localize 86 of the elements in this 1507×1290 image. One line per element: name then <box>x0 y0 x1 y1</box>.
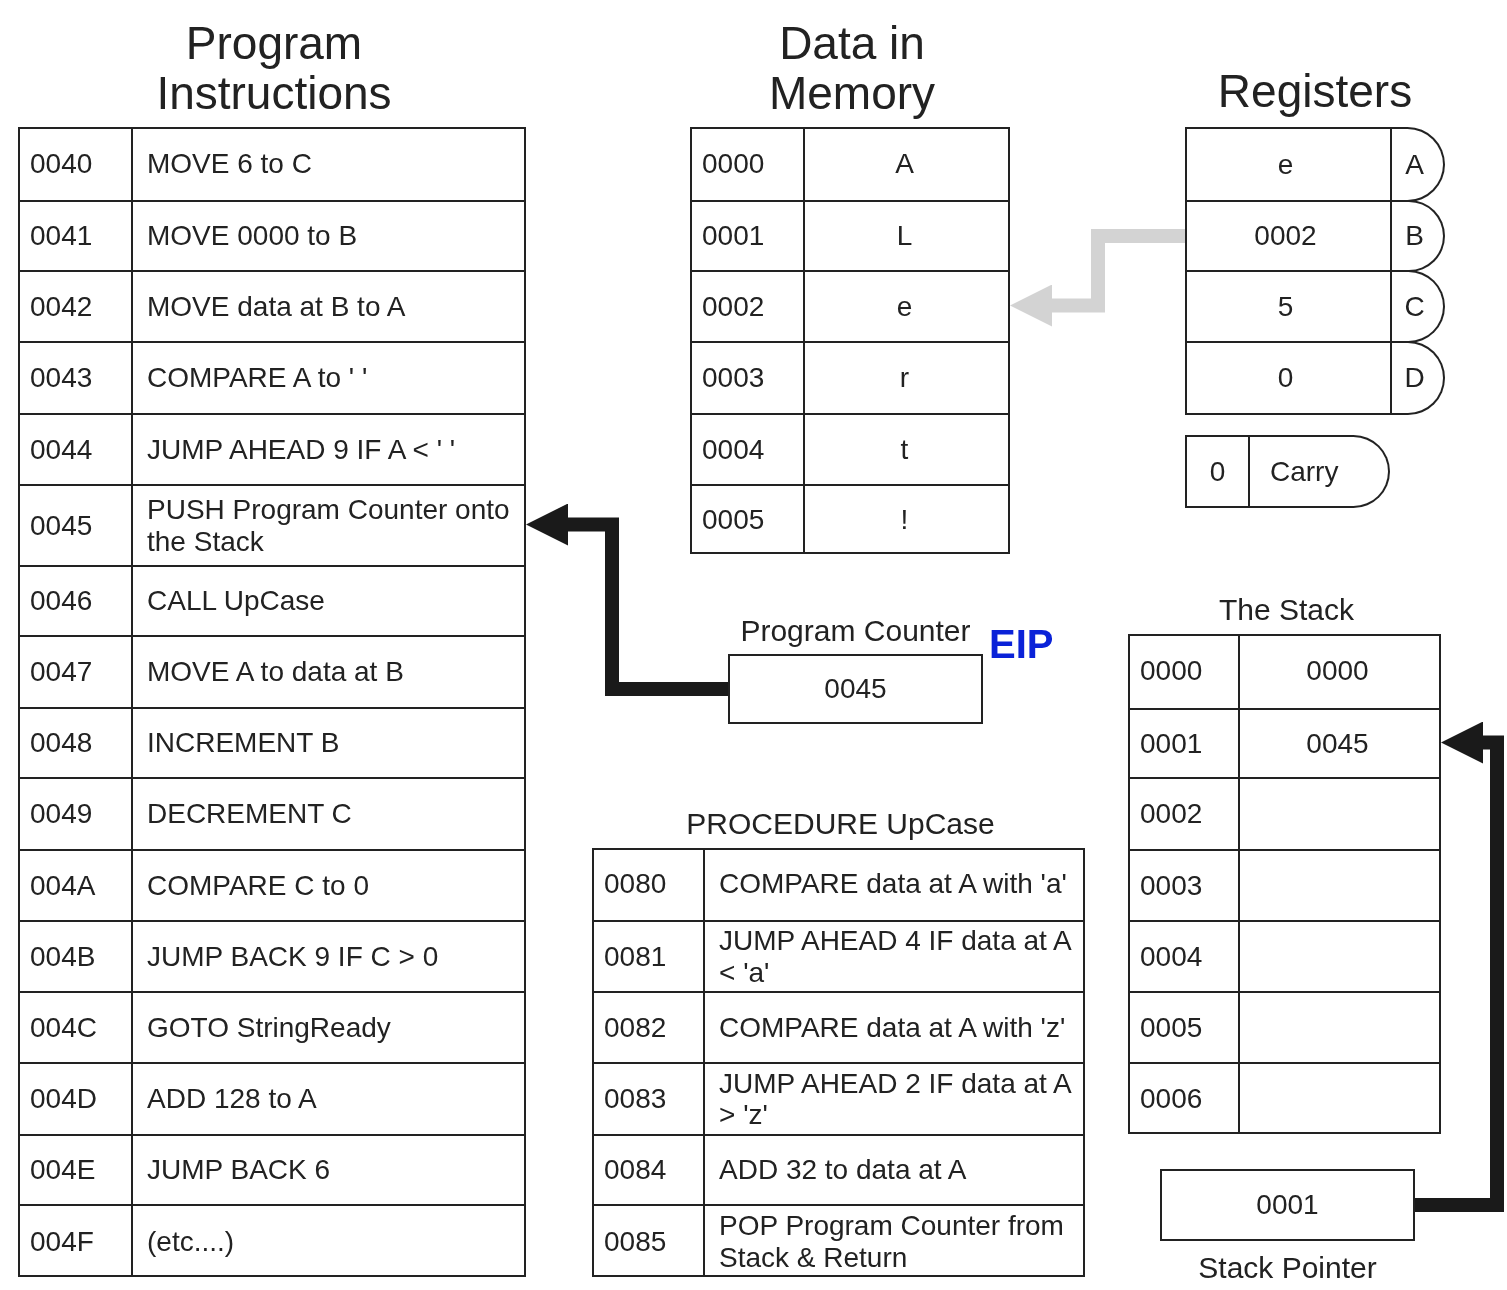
address-text: 0004 <box>1139 939 1204 974</box>
memory-value: e <box>803 272 1010 341</box>
address-text: 0002 <box>701 289 766 324</box>
address-text: 0001 <box>701 219 766 254</box>
instruction-text: JUMP AHEAD 2 IF data at A > 'z' <box>703 1064 1085 1134</box>
address-text: 0002 <box>1139 797 1204 832</box>
address-text: 0080 <box>603 867 668 902</box>
address-text: 0044 <box>29 432 94 467</box>
address-text: 004B <box>29 939 97 974</box>
arrow <box>526 503 728 696</box>
register-value: 0 <box>1185 341 1392 415</box>
address-text: 0005 <box>1139 1010 1204 1045</box>
instruction-text: COMPARE data at A with 'a' <box>703 848 1085 920</box>
register-value: e <box>1185 127 1392 202</box>
instruction-text: (etc....) <box>131 1206 526 1277</box>
instruction-text: JUMP AHEAD 4 IF data at A < 'a' <box>703 922 1085 991</box>
instruction-text: MOVE A to data at B <box>131 637 526 707</box>
stack-value: 0045 <box>1238 710 1441 777</box>
instruction-text: MOVE 0000 to B <box>131 202 526 270</box>
address-text: 0003 <box>701 361 766 396</box>
address-text: 0084 <box>603 1153 668 1188</box>
address-text: 004F <box>29 1224 95 1259</box>
memory-value: r <box>803 343 1010 413</box>
register-name: D <box>1392 341 1445 415</box>
caption-text: Stack Pointer <box>1197 1251 1378 1285</box>
instruction-text: INCREMENT B <box>131 709 526 777</box>
stack-value: 0000 <box>1238 634 1441 708</box>
instruction-text: PUSH Program Counter onto the Stack <box>131 486 526 565</box>
address-text: 0000 <box>1139 654 1204 689</box>
memory-value: L <box>803 202 1010 270</box>
value-box: 0045 <box>728 654 983 724</box>
memory-value: t <box>803 415 1010 484</box>
register-value: 0002 <box>1185 200 1392 272</box>
instruction-text: ADD 128 to A <box>131 1064 526 1134</box>
instruction-text: JUMP AHEAD 9 IF A < ' ' <box>131 415 526 484</box>
instruction-text: COMPARE data at A with 'z' <box>703 993 1085 1062</box>
address-text: 0047 <box>29 655 94 690</box>
address-text: 004A <box>29 868 97 903</box>
address-text: 0082 <box>603 1010 668 1045</box>
instruction-text: COMPARE C to 0 <box>131 851 526 920</box>
caption-text: Program Counter <box>739 614 972 648</box>
address-text: 0083 <box>603 1082 668 1117</box>
table-heading: Registers <box>1216 66 1414 117</box>
address-text: 0081 <box>603 939 668 974</box>
instruction-text: JUMP BACK 9 IF C > 0 <box>131 922 526 991</box>
instruction-text: CALL UpCase <box>131 567 526 635</box>
arrow <box>1415 721 1504 1212</box>
table-heading: PROCEDURE UpCase <box>685 807 996 840</box>
table-heading: Data in Memory <box>767 17 937 119</box>
instruction-text: MOVE data at B to A <box>131 272 526 341</box>
memory-value: A <box>803 127 1010 200</box>
address-text: 0048 <box>29 726 94 761</box>
flag-name: Carry <box>1250 435 1390 508</box>
address-text: 0042 <box>29 289 94 324</box>
address-text: 0043 <box>29 361 94 396</box>
address-text: 0040 <box>29 146 94 181</box>
table-heading: Program Instructions <box>155 17 393 119</box>
address-text: 0085 <box>603 1224 668 1259</box>
instruction-text: JUMP BACK 6 <box>131 1136 526 1204</box>
address-text: 0001 <box>1139 726 1204 761</box>
value-box: 0001 <box>1160 1169 1415 1241</box>
address-text: 0006 <box>1139 1082 1204 1117</box>
address-text: 0000 <box>701 146 766 181</box>
flag-value: 0 <box>1185 435 1250 508</box>
instruction-text: ADD 32 to data at A <box>703 1136 1085 1204</box>
instruction-text: POP Program Counter from Stack & Return <box>703 1206 1085 1277</box>
address-text: 0004 <box>701 432 766 467</box>
table-heading: The Stack <box>1217 593 1356 626</box>
address-text: 004C <box>29 1010 98 1045</box>
address-text: 004D <box>29 1082 98 1117</box>
register-name: A <box>1392 127 1445 202</box>
instruction-text: DECREMENT C <box>131 779 526 849</box>
address-text: 0046 <box>29 584 94 619</box>
instruction-text: GOTO StringReady <box>131 993 526 1062</box>
address-text: 0005 <box>701 503 766 538</box>
address-text: 0045 <box>29 508 94 543</box>
instruction-text: COMPARE A to ' ' <box>131 343 526 413</box>
register-value: 5 <box>1185 270 1392 343</box>
instruction-text: MOVE 6 to C <box>131 127 526 200</box>
address-text: 0049 <box>29 797 94 832</box>
address-text: 004E <box>29 1153 97 1188</box>
register-label: EIP <box>989 622 1054 667</box>
memory-value: ! <box>803 486 1010 554</box>
address-text: 0003 <box>1139 868 1204 903</box>
arrow <box>1010 229 1185 327</box>
address-text: 0041 <box>29 219 94 254</box>
